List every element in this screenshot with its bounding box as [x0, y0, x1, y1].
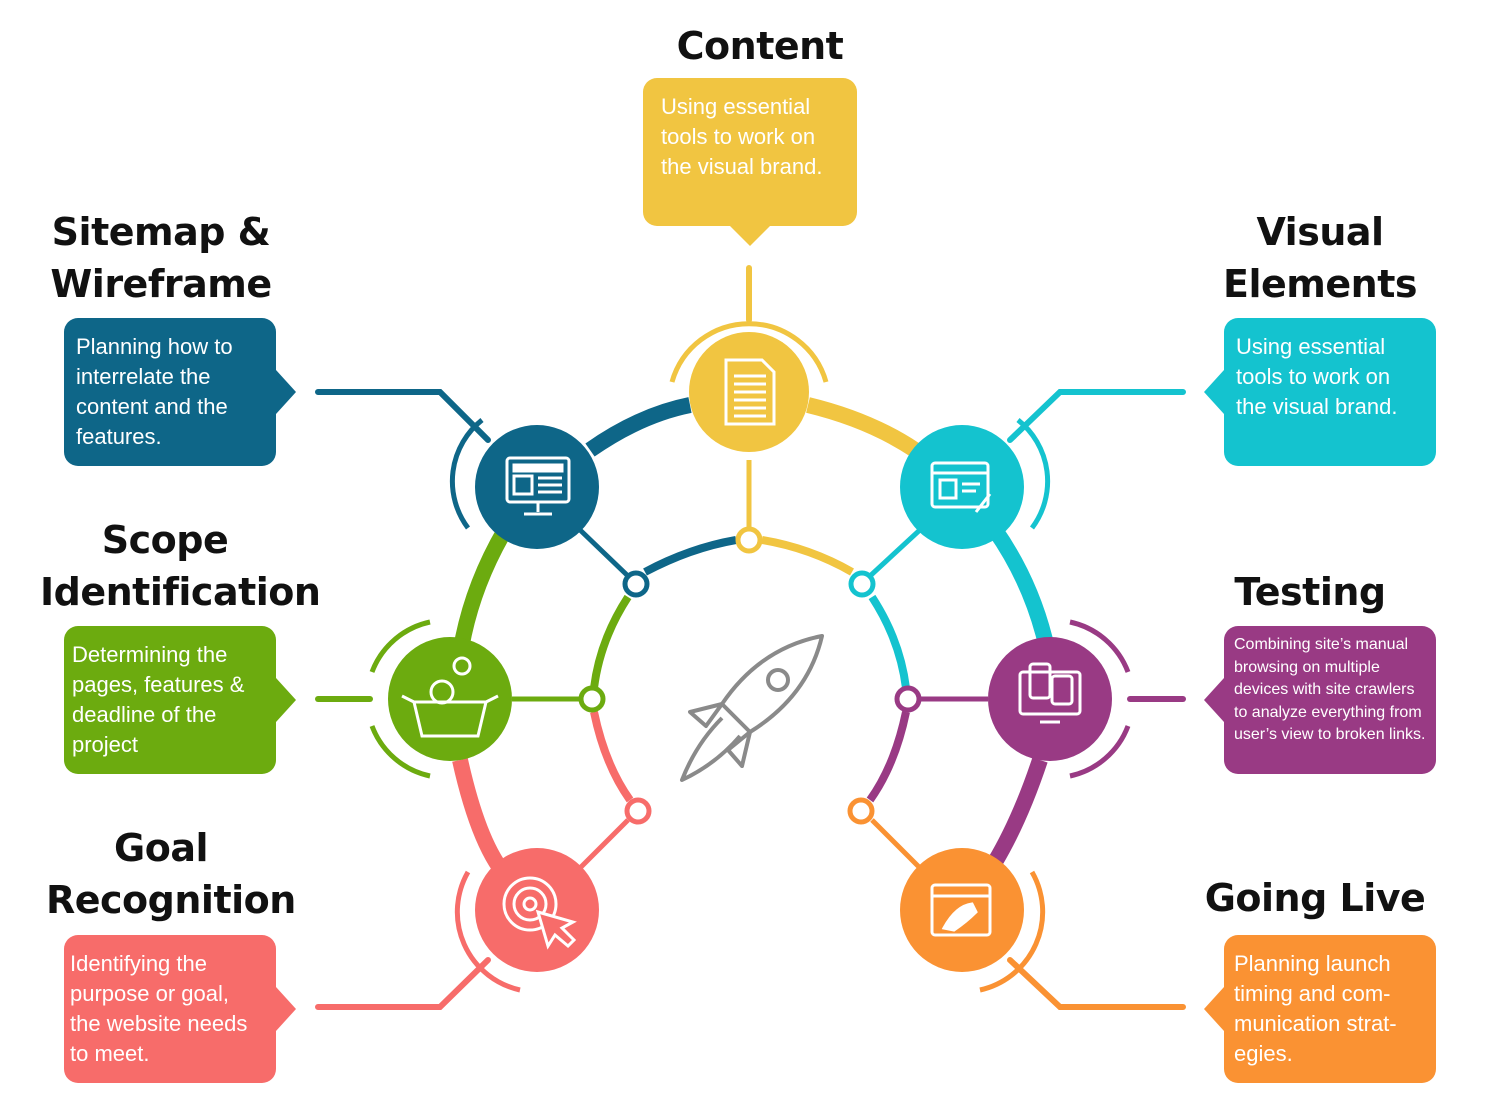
ring-sitemap — [449, 418, 484, 530]
live-connector — [1007, 957, 1186, 1010]
scope-title: Scope Identification — [40, 514, 321, 618]
visual-connector — [1007, 389, 1186, 443]
node-goal — [624, 797, 652, 825]
outer-arc-visual — [988, 525, 1053, 642]
content-creation-box: Using essential tools to work on the vis… — [643, 78, 857, 246]
circle-goal — [475, 848, 599, 972]
browser-brush-icon — [930, 461, 992, 513]
testing-title: Testing — [1234, 570, 1386, 614]
goal-title: Goal Recognition — [46, 822, 296, 926]
monitor-layout-icon — [505, 456, 571, 516]
going-live-box: Planning launch timing and com-municatio… — [1204, 935, 1436, 1083]
goal-title-line1: Goal — [114, 826, 208, 870]
gears-pot-icon — [401, 656, 499, 738]
node-testing — [894, 685, 922, 713]
sitemap-box: Planning how to interrelate the content … — [64, 318, 296, 466]
node-sitemap — [622, 570, 650, 598]
outer-arc-scope — [452, 525, 512, 657]
ring-testing-bottom — [1069, 725, 1131, 779]
sitemap-title-line2: Wireframe — [50, 262, 272, 306]
goal-title-line2: Recognition — [46, 878, 296, 922]
node-scope — [578, 685, 606, 713]
circle-testing — [988, 637, 1112, 761]
browser-launch-icon — [930, 883, 992, 937]
circle-sitemap — [475, 425, 599, 549]
spoke-goal — [576, 818, 630, 872]
inner-arc-visual — [868, 594, 910, 689]
sitemap-title-line1: Sitemap & — [51, 210, 271, 254]
node-live — [847, 797, 875, 825]
inner-arc-scope — [590, 594, 632, 689]
visual-title-line1: Visual — [1256, 210, 1384, 254]
node-content — [735, 526, 763, 554]
goal-box: Identifying the purpose or goal, the web… — [64, 935, 296, 1083]
spoke-visual — [868, 526, 924, 578]
visual-box: Using essential tools to work on the vis… — [1204, 318, 1436, 466]
sitemap-title: Sitemap & Wireframe — [46, 206, 276, 310]
ring-live — [979, 870, 1046, 993]
spoke-sitemap — [576, 526, 630, 578]
devices-icon — [1018, 662, 1082, 724]
outer-arc-testing — [988, 757, 1048, 867]
ring-testing-top — [1069, 619, 1131, 673]
scope-title-line1: Scope — [101, 518, 229, 562]
document-icon — [724, 358, 776, 426]
inner-arc-content — [761, 536, 854, 576]
spoke-live — [870, 818, 924, 872]
circle-visual — [900, 425, 1024, 549]
rocket-icon — [680, 634, 824, 782]
inner-arc-sitemap — [643, 536, 737, 576]
goal-connector — [315, 957, 491, 1010]
sitemap-connector — [315, 389, 491, 443]
scope-title-line2: Identification — [40, 570, 321, 614]
target-cursor-icon — [502, 876, 577, 950]
node-visual — [848, 570, 876, 598]
ring-scope-bottom — [369, 725, 431, 779]
outer-arc-content — [806, 397, 920, 457]
ring-visual — [1016, 418, 1051, 530]
testing-box: Combining site’s manual browsing on mult… — [1204, 626, 1436, 774]
ring-goal — [454, 870, 521, 993]
ring-scope-top — [369, 619, 431, 673]
going-live-title: Going Live — [1204, 876, 1426, 920]
inner-arc-testing — [866, 711, 910, 803]
visual-title-line2: Elements — [1223, 262, 1417, 306]
visual-title: Visual Elements — [1210, 206, 1430, 310]
inner-arc-goal — [590, 711, 634, 803]
scope-box: Determining the pages, features & deadli… — [64, 626, 296, 774]
outer-arc-sitemap — [585, 397, 692, 457]
ring-content — [669, 321, 829, 383]
